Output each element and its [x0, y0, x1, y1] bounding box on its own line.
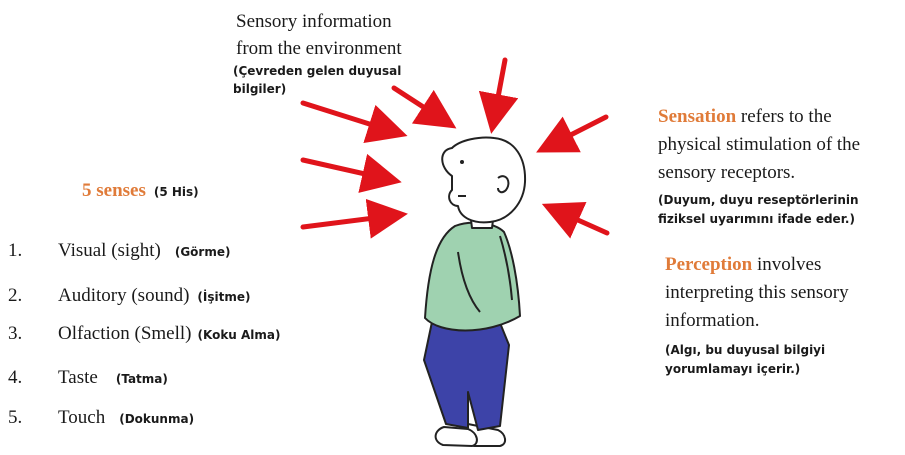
- sense-item-touch: 5.Touch (Dokunma): [8, 407, 194, 429]
- pants: [424, 318, 509, 430]
- sense-number: 1.: [8, 240, 58, 262]
- arrow-right-bottom: [551, 208, 607, 233]
- sense-number: 3.: [8, 323, 58, 345]
- perception-translation: (Algı, bu duyusal bilgiyi yorumlamayı iç…: [665, 341, 825, 379]
- sensation-line-1: Sensation refers to the: [658, 103, 860, 131]
- sense-label: Auditory (sound): [58, 285, 189, 306]
- perception-tr-line-2: yorumlamayı içerir.): [665, 360, 825, 379]
- sense-number: 4.: [8, 367, 58, 389]
- environment-tr-line-2: bilgiler): [233, 80, 401, 98]
- person-illustration: [424, 137, 525, 446]
- environment-line-1: Sensory information: [236, 8, 402, 35]
- sensation-translation: (Duyum, duyu reseptörlerinin fiziksel uy…: [658, 191, 859, 229]
- sense-label: Visual (sight): [58, 240, 161, 261]
- shirt: [425, 223, 520, 331]
- arrow-top-left-1: [303, 103, 398, 133]
- senses-title: 5 senses: [82, 180, 146, 201]
- perception-line-2: interpreting this sensory: [665, 279, 849, 307]
- sensation-line-1-rest: refers to the: [736, 106, 831, 127]
- sense-translation: (Görme): [175, 245, 231, 259]
- ear: [498, 176, 508, 192]
- sense-number: 2.: [8, 285, 58, 307]
- arrow-top: [493, 60, 505, 124]
- sense-translation: (İşitme): [197, 290, 250, 304]
- arrow-left-bottom: [303, 215, 398, 227]
- sensation-tr-line-1: (Duyum, duyu reseptörlerinin: [658, 191, 859, 210]
- sense-item-olfaction: 3.Olfaction (Smell) (Koku Alma): [8, 323, 281, 345]
- sensation-line-3: sensory receptors.: [658, 159, 860, 187]
- environment-tr-line-1: (Çevreden gelen duyusal: [233, 62, 401, 80]
- sensation-term: Sensation: [658, 106, 736, 127]
- sense-translation: (Koku Alma): [198, 328, 281, 342]
- head: [442, 137, 525, 222]
- sense-label: Olfaction (Smell): [58, 323, 192, 344]
- senses-heading: 5 senses (5 His): [82, 180, 199, 202]
- sense-item-taste: 4.Taste (Tatma): [8, 367, 168, 389]
- environment-label: Sensory information from the environment: [236, 8, 402, 62]
- perception-line-1: Perception involves: [665, 251, 849, 279]
- perception-term: Perception: [665, 254, 752, 275]
- sense-label: Taste: [58, 367, 98, 388]
- arrow-left-middle: [303, 160, 392, 180]
- sense-translation: (Dokunma): [119, 412, 194, 426]
- sensation-definition: Sensation refers to the physical stimula…: [658, 103, 860, 187]
- perception-tr-line-1: (Algı, bu duyusal bilgiyi: [665, 341, 825, 360]
- perception-line-3: information.: [665, 307, 849, 335]
- eye: [460, 160, 464, 164]
- environment-line-2: from the environment: [236, 35, 402, 62]
- sense-number: 5.: [8, 407, 58, 429]
- shoe-front: [436, 427, 477, 446]
- sensation-tr-line-2: fiziksel uyarımını ifade eder.): [658, 210, 859, 229]
- senses-title-translation: (5 His): [154, 185, 199, 199]
- sensation-line-2: physical stimulation of the: [658, 131, 860, 159]
- environment-translation: (Çevreden gelen duyusal bilgiler): [233, 62, 401, 98]
- sense-item-visual: 1.Visual (sight) (Görme): [8, 240, 230, 262]
- arrow-top-right: [545, 117, 606, 148]
- perception-line-1-rest: involves: [752, 254, 821, 275]
- perception-definition: Perception involves interpreting this se…: [665, 251, 849, 335]
- sense-translation: (Tatma): [116, 372, 168, 386]
- sense-item-auditory: 2.Auditory (sound) (İşitme): [8, 285, 250, 307]
- arrow-top-left-2: [394, 88, 448, 123]
- sense-label: Touch: [58, 407, 105, 428]
